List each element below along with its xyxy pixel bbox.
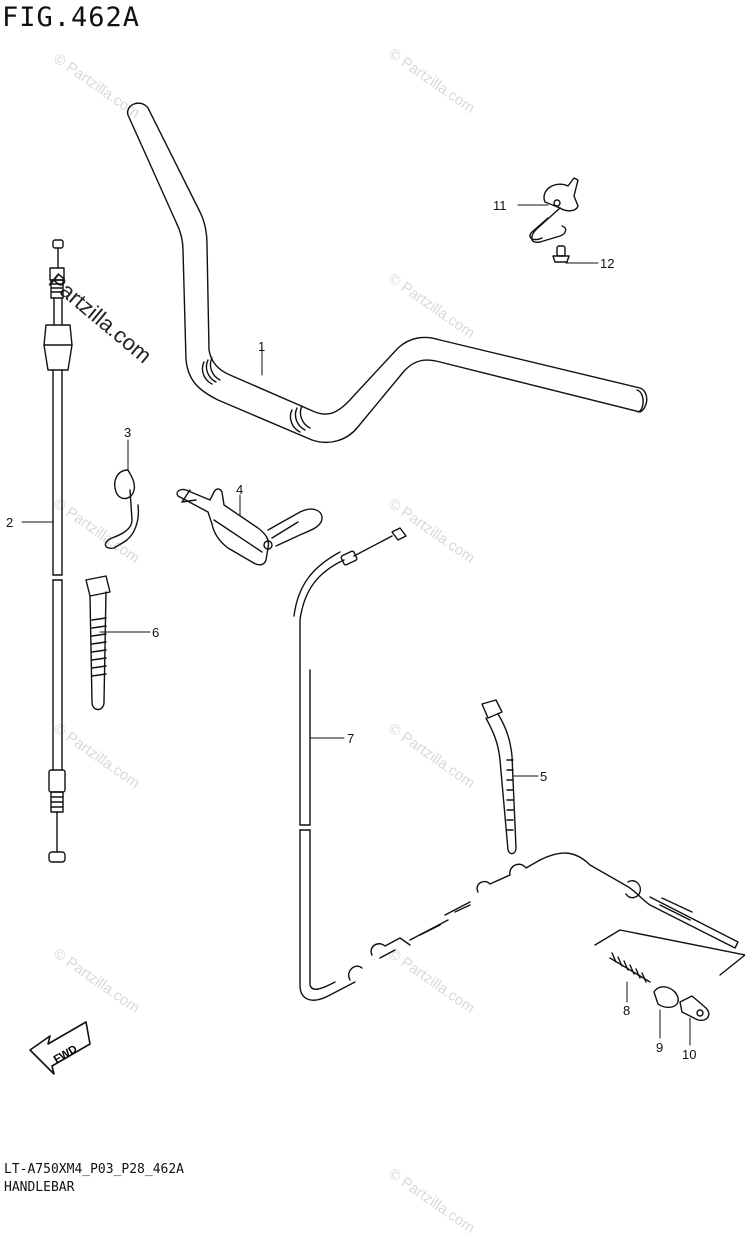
fwd-label: FWD <box>52 1043 80 1066</box>
part-6-cable-tie <box>85 575 111 711</box>
callout-1: 1 <box>258 339 265 354</box>
figure-title: FIG.462A <box>2 2 141 33</box>
handlebar-diagram: 1 2 3 4 5 6 7 8 9 10 11 12 FWD <box>6 102 745 1075</box>
callout-8: 8 <box>623 1003 630 1018</box>
callout-11: 11 <box>493 198 507 213</box>
callout-2: 2 <box>6 515 13 530</box>
part-1-handlebar <box>126 102 648 444</box>
part-2-throttle-cable <box>43 239 73 863</box>
callout-5: 5 <box>540 769 547 784</box>
part-7-brake-cable <box>293 527 739 1001</box>
callout-4: 4 <box>236 482 243 497</box>
callout-3: 3 <box>124 425 131 440</box>
callout-9: 9 <box>656 1040 663 1055</box>
callout-10: 10 <box>682 1047 696 1062</box>
figure-code: LT-A750XM4_P03_P28_462A <box>4 1162 185 1177</box>
figure-name: HANDLEBAR <box>4 1180 75 1195</box>
part-3-clip <box>104 469 140 550</box>
part-5-cable-tie <box>481 699 517 855</box>
parts-8-9-10-adjuster <box>594 929 745 1022</box>
callout-6: 6 <box>152 625 159 640</box>
part-4-bracket <box>176 488 323 566</box>
callout-7: 7 <box>347 731 354 746</box>
parts-11-12-clamp <box>529 177 579 263</box>
fwd-arrow-icon <box>29 1021 91 1075</box>
callout-12: 12 <box>600 256 614 271</box>
